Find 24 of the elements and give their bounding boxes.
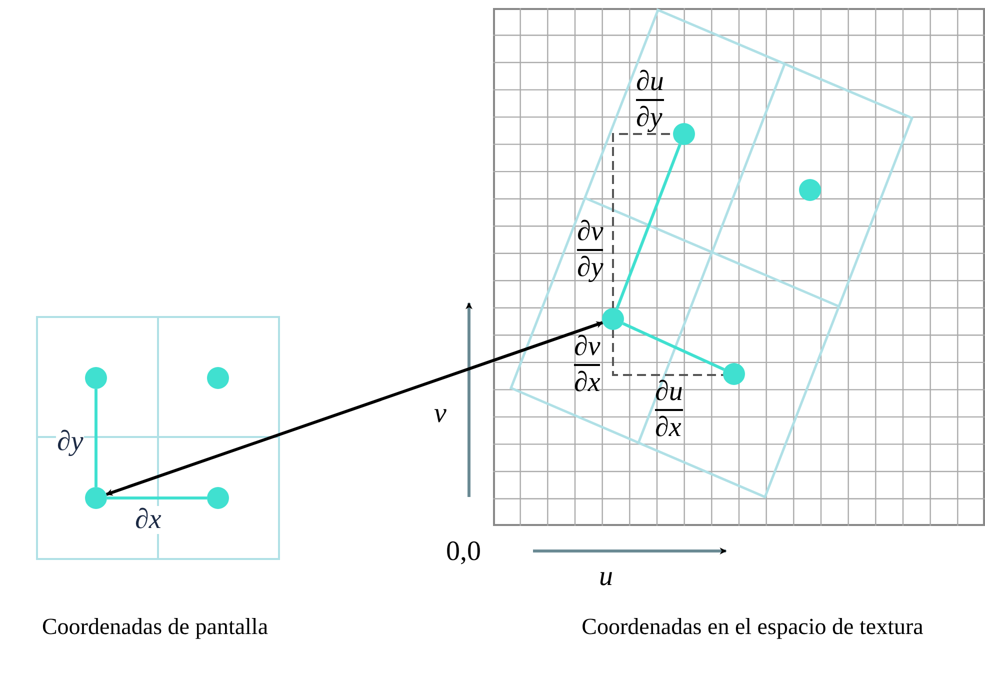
connector-line — [94, 389, 98, 487]
caption: Coordenadas de pantalla — [40, 613, 270, 641]
sample-dot — [85, 487, 107, 509]
connector-line — [622, 322, 725, 371]
denominator: ∂x — [574, 369, 600, 397]
connector-line — [616, 144, 682, 310]
sample-dot — [207, 487, 229, 509]
connector-line — [107, 496, 207, 500]
denominator: ∂y — [577, 254, 604, 282]
numerator: ∂v — [577, 218, 604, 251]
sample-dot — [207, 367, 229, 389]
axis-label: u — [599, 563, 613, 591]
axis-label: v — [434, 400, 446, 428]
edge-label: ∂x — [134, 506, 162, 534]
sample-dot — [85, 367, 107, 389]
arrow — [106, 321, 604, 496]
denominator: ∂y — [636, 104, 662, 132]
edge-label: ∂y — [56, 428, 84, 456]
origin-label: 0,0 — [446, 538, 481, 566]
numerator: ∂u — [636, 68, 664, 101]
caption: Coordenadas en el espacio de textura — [580, 613, 924, 641]
numerator: ∂u — [655, 378, 683, 411]
numerator: ∂v — [574, 333, 600, 366]
denominator: ∂x — [655, 414, 682, 442]
